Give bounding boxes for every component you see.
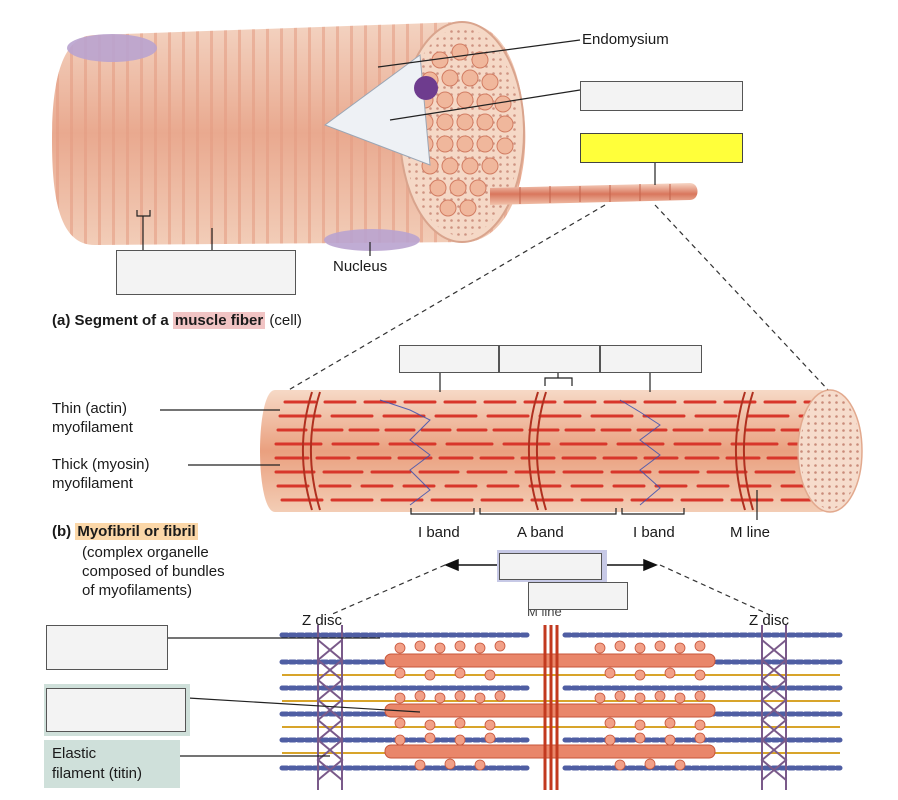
sarcomere-arrow <box>444 558 658 572</box>
leader-lines-sarcomere <box>168 637 421 757</box>
label-i-band-left: I band <box>418 524 460 541</box>
caption-a-prefix: (a) Segment of a <box>52 312 169 329</box>
caption-b-line2: composed of bundles <box>82 563 225 580</box>
blank-label-box-band-2[interactable] <box>499 345 600 373</box>
caption-a: (a) Segment of a muscle fiber (cell) <box>52 311 302 330</box>
label-thick-line1: Thick (myosin) <box>52 456 150 473</box>
label-z-disc-right: Z disc <box>749 612 790 629</box>
label-a-band: A band <box>517 524 564 541</box>
caption-b-prefix: (b) <box>52 523 72 540</box>
caption-b: (b) Myofibril or fibril <box>52 522 198 541</box>
blank-label-box-h-zone[interactable] <box>528 582 628 610</box>
leader-lines-b <box>160 372 758 520</box>
blank-label-box-sarcomere[interactable] <box>499 553 602 580</box>
blank-label-box-band-1[interactable] <box>399 345 499 373</box>
label-nucleus: Nucleus <box>333 258 388 275</box>
caption-a-suffix: (cell) <box>269 312 302 329</box>
label-thick-line2: myofilament <box>52 475 133 492</box>
blank-label-box-thin-filament[interactable] <box>46 688 186 732</box>
blank-label-box-thick-filament[interactable] <box>46 625 168 670</box>
leader-lines-a <box>136 39 656 256</box>
caption-b-highlight: Myofibril or fibril <box>75 523 198 540</box>
caption-b-line3: of myofilaments) <box>82 582 193 599</box>
caption-b-line1: (complex organelle <box>82 544 209 561</box>
label-m-line: M line <box>730 524 771 541</box>
label-i-band-right: I band <box>633 524 675 541</box>
myofibril-illustration <box>260 389 863 513</box>
caption-a-highlight: muscle fiber <box>172 312 266 329</box>
blank-label-box-sarcolemma[interactable] <box>116 250 296 295</box>
titin-label-box <box>44 740 180 788</box>
blank-label-box-highlighted[interactable] <box>580 133 743 163</box>
label-thin-line1: Thin (actin) <box>52 400 128 417</box>
zoom-lines <box>279 204 831 616</box>
muscle-fiber-illustration <box>52 21 698 251</box>
label-z-disc-left: Z disc <box>302 612 343 629</box>
label-elastic-line1: Elastic <box>52 745 97 762</box>
sarcomere-illustration <box>279 625 843 790</box>
blank-label-box-myofibril[interactable] <box>580 81 743 111</box>
label-endomysium: Endomysium <box>582 31 669 48</box>
label-elastic-line2: filament (titin) <box>52 765 143 782</box>
blank-label-box-band-3[interactable] <box>600 345 702 373</box>
label-thin-line2: myofilament <box>52 419 133 436</box>
